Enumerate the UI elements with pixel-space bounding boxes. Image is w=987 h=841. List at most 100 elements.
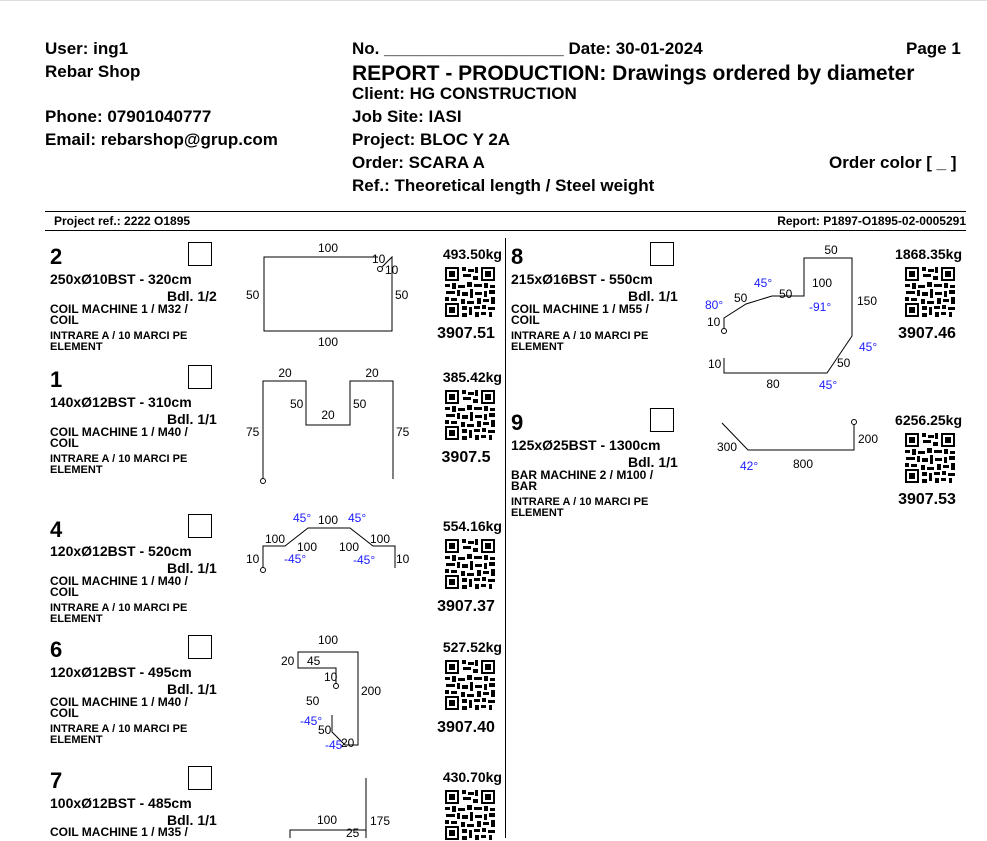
item-spec: 140xØ12BST - 310cm [50,394,192,410]
checkbox[interactable] [188,635,212,659]
angle-3: -45° [284,552,306,566]
order-label: Order: SCARA A [352,153,485,172]
qr-code [444,659,496,711]
item-spec: 120xØ12BST - 520cm [50,543,192,559]
item-spec: 250xØ10BST - 320cm [50,271,192,287]
dim-b20: 20 [341,736,355,750]
note-label: INTRARE A / 10 MARCI PE ELEMENT [50,723,188,746]
machine-label: COIL MACHINE 1 / M55 / COIL [511,302,649,327]
angle-80: 80° [705,298,723,312]
dim-left: 75 [246,425,260,439]
dim-tr: 20 [365,366,379,380]
weight-label: 6256.25kg [895,412,962,428]
qr-code [444,389,496,441]
dim-l45: 45 [307,654,321,668]
bundle-label: Bdl. 1/1 [167,681,217,697]
dim-tr2: 10 [385,263,399,277]
item-number: 4 [50,517,63,542]
note-label: INTRARE A / 10 MARCI PE ELEMENT [50,602,188,625]
machine-label: BAR MACHINE 2 / M100 / BAR [511,468,654,493]
dim-l10b: 10 [708,357,722,371]
phone-label: Phone: 07901040777 [45,107,212,126]
order-color-label: Order color [ _ ] [829,153,957,172]
shape-drawing: 100 175 25 [289,778,390,838]
bundle-label: Bdl. 1/1 [628,288,678,304]
bundle-label: Bdl. 1/1 [167,812,217,828]
qr-code [904,266,956,318]
item-spec: 215xØ16BST - 550cm [511,271,653,287]
qr-code [444,789,496,841]
dim-r200: 200 [858,432,878,446]
shape-drawing: 50 45° 50 50 100 80° -91° 150 10 45° 50 … [705,243,877,392]
qr-code [444,538,496,590]
weight-label: 493.50kg [442,246,502,262]
angle-91: -91° [809,300,831,314]
item-spec: 125xØ25BST - 1300cm [511,437,661,453]
length-label: 3907.5 [441,449,491,466]
checkbox[interactable] [188,514,212,538]
dim-il: 50 [290,397,304,411]
shape-drawing: 20 20 50 50 20 75 75 [246,366,410,484]
project-label: Project: BLOC Y 2A [352,130,511,149]
project-ref: Project ref.: 2222 O1895 [54,214,191,228]
angle-45: 45° [754,276,772,290]
company-name: Rebar Shop [45,62,141,81]
dim-lv: 10 [246,552,260,566]
shape-drawing: 45° 100 45° 100 100 100 100 10 -45° -45°… [246,511,410,573]
angle-2: -45 [325,738,343,752]
client-label: Client: HG CONSTRUCTION [352,84,577,103]
dim-s2: 100 [339,540,359,554]
dim-right: 50 [395,288,409,302]
checkbox[interactable] [650,408,674,432]
report-id: Report: P1897-O1895-02-0005291 [777,214,966,228]
dim-r150: 150 [857,294,877,308]
dim-left: 50 [246,288,260,302]
dim-top: 100 [318,513,338,527]
dim-l100: 100 [265,532,285,546]
checkbox[interactable] [188,766,212,790]
dim-mid: 20 [321,408,335,422]
machine-label: COIL MACHINE 1 / M32 / COIL [50,302,188,327]
dim-l20: 20 [281,654,295,668]
note-label: INTRARE A / 10 MARCI PE ELEMENT [50,330,188,353]
angle-42: 42° [740,459,758,473]
number-date-line: No. ___________________ Date: 30-01-2024 [352,39,703,58]
page-number: Page 1 [906,39,961,58]
dim-s50c: 50 [837,356,851,370]
angle-1: 45° [293,511,311,525]
dim-r175: 175 [370,814,390,828]
top-border [0,0,987,1]
checkbox[interactable] [650,242,674,266]
item-number: 9 [511,410,524,435]
dim-b50: 50 [318,723,332,737]
dim-s50b: 50 [779,287,793,301]
user-label: User: ing1 [45,39,129,58]
item-number: 2 [50,244,63,269]
job-site-label: Job Site: IASI [352,107,462,126]
shape-drawing: 100 20 45 10 200 50 -45° 50 -45 20 [281,633,381,752]
weight-label: 385.42kg [442,369,502,385]
reference-label: Ref.: Theoretical length / Steel weight [352,176,655,195]
checkbox[interactable] [188,365,212,389]
dim-tl: 20 [278,366,292,380]
bundle-label: Bdl. 1/1 [167,560,217,576]
length-label: 3907.37 [437,598,495,615]
item-spec: 120xØ12BST - 495cm [50,664,192,680]
item-number: 1 [50,367,63,392]
length-label: 3907.46 [898,325,956,342]
dim-l300: 300 [717,440,737,454]
qr-code [904,432,956,484]
dim-b800: 800 [793,457,813,471]
dim-s50a: 50 [734,291,748,305]
dim-s25: 25 [346,826,360,838]
shape-drawing: 100 10 10 50 50 100 [246,241,409,349]
checkbox[interactable] [188,242,212,266]
dim-bottom: 100 [318,335,338,349]
dim-top: 100 [317,813,337,827]
weight-label: 527.52kg [442,639,502,655]
qr-code [444,266,496,318]
angle-1: -45° [300,714,322,728]
dim-right: 75 [396,425,410,439]
dim-rv: 10 [396,552,410,566]
weight-label: 554.16kg [442,518,502,534]
